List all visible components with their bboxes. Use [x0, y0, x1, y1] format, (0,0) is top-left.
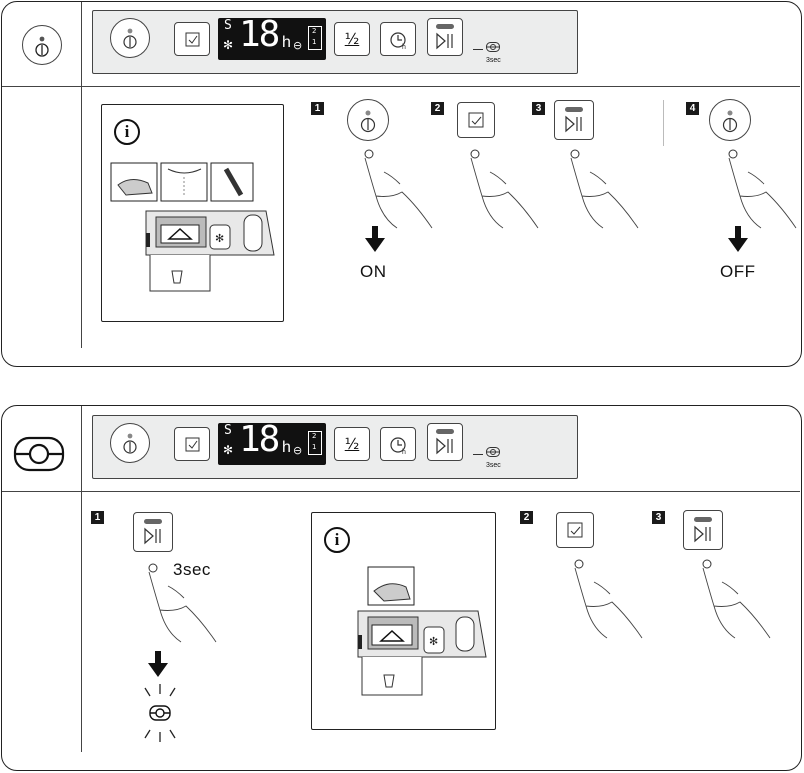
start-pause-button[interactable] [427, 423, 463, 461]
rinse-small-icon [486, 42, 500, 52]
seq-top: 2 [312, 432, 317, 440]
display-sequence-box: 2 1 [308, 431, 322, 455]
panel-3sec-label: 3sec [486, 57, 501, 64]
delay-timer-button[interactable]: h [380, 22, 416, 56]
step-separator [663, 100, 664, 146]
step-number-2: 2 [431, 102, 444, 115]
step-number-3: 3 [532, 102, 545, 115]
on-label: ON [360, 262, 387, 281]
delay-timer-button[interactable]: h [380, 427, 416, 461]
power-button[interactable] [110, 423, 150, 463]
panel-dash [473, 49, 483, 50]
display-snow-icon: ✻ [223, 38, 234, 52]
step2-program-button[interactable] [457, 102, 495, 138]
display-s: S [224, 18, 232, 33]
display-sequence-box: 2 1 [308, 26, 322, 50]
step4-power-button[interactable] [709, 99, 751, 141]
rinse-small-icon [486, 447, 500, 457]
section2-divider-vertical [81, 406, 82, 752]
display-digits: 18 [239, 14, 280, 55]
start-pause-button[interactable] [427, 18, 463, 56]
step1-start-pause-button[interactable] [133, 512, 173, 552]
svg-text:✻: ✻ [215, 232, 224, 245]
panel-dash [473, 454, 483, 455]
off-label: OFF [720, 262, 756, 281]
hand-press-icon [574, 559, 643, 639]
step3-start-pause-button[interactable] [683, 510, 723, 550]
section1-divider-horizontal [2, 86, 800, 87]
display-snow-icon: ✻ [223, 443, 234, 457]
arrow-down-icon [365, 226, 385, 252]
blinking-rinse-indicator [144, 684, 176, 742]
dispenser-illustration: ✻ [110, 162, 275, 292]
section2-divider-horizontal [2, 491, 800, 492]
section-rinse-aid [1, 405, 802, 771]
panel-3sec-label: 3sec [486, 462, 501, 469]
info-icon: i [114, 119, 140, 145]
seq-top: 2 [312, 27, 317, 35]
step-number-1: 1 [91, 511, 104, 524]
display-digits: 18 [239, 419, 280, 460]
arrow-down-icon [148, 651, 168, 677]
step-number-1: 1 [311, 102, 324, 115]
program-button[interactable] [174, 427, 210, 461]
hand-press-icon [728, 149, 797, 229]
arrow-down-icon [728, 226, 748, 252]
svg-text:h: h [402, 449, 406, 456]
step2-program-button[interactable] [556, 512, 594, 548]
section1-divider-vertical [81, 2, 82, 348]
hand-press-icon [364, 149, 433, 229]
half-load-label: ½ [344, 435, 360, 453]
display-rinse-icon: ⊖ [293, 39, 303, 52]
display-h: h [282, 439, 291, 456]
hold-3sec-label: 3sec [173, 560, 211, 579]
info-box-salt-rinse: i ✻ [101, 104, 284, 322]
hand-press-icon [470, 149, 539, 229]
step1-power-button[interactable] [347, 99, 389, 141]
hand-press-icon [570, 149, 639, 229]
step3-start-pause-button[interactable] [554, 100, 594, 140]
power-button[interactable] [110, 18, 150, 58]
display-rinse-icon: ⊖ [293, 444, 303, 457]
seq-bottom: 1 [312, 443, 317, 451]
seq-bottom: 1 [312, 38, 317, 46]
info-box-rinse-dispenser: i ✻ [311, 512, 496, 730]
half-load-label: ½ [344, 30, 360, 48]
svg-text:✻: ✻ [429, 635, 438, 648]
dispenser-illustration: ✻ [357, 566, 487, 696]
display-s: S [224, 423, 232, 438]
half-load-button[interactable]: ½ [334, 22, 370, 56]
half-load-button[interactable]: ½ [334, 427, 370, 461]
section-power-on-off [1, 1, 802, 367]
info-icon: i [324, 527, 350, 553]
display-screen: S ✻ 18 h ⊖ 2 1 [218, 419, 326, 465]
rinse-aid-icon [13, 436, 65, 472]
hand-press-icon [148, 563, 217, 643]
step-number-2: 2 [520, 511, 533, 524]
hand-press-icon [702, 559, 771, 639]
display-screen: S ✻ 18 h ⊖ 2 1 [218, 14, 326, 60]
svg-text:h: h [402, 44, 406, 51]
program-button[interactable] [174, 22, 210, 56]
step-number-3: 3 [652, 511, 665, 524]
power-icon [22, 25, 62, 65]
display-h: h [282, 34, 291, 51]
step-number-4: 4 [686, 102, 699, 115]
